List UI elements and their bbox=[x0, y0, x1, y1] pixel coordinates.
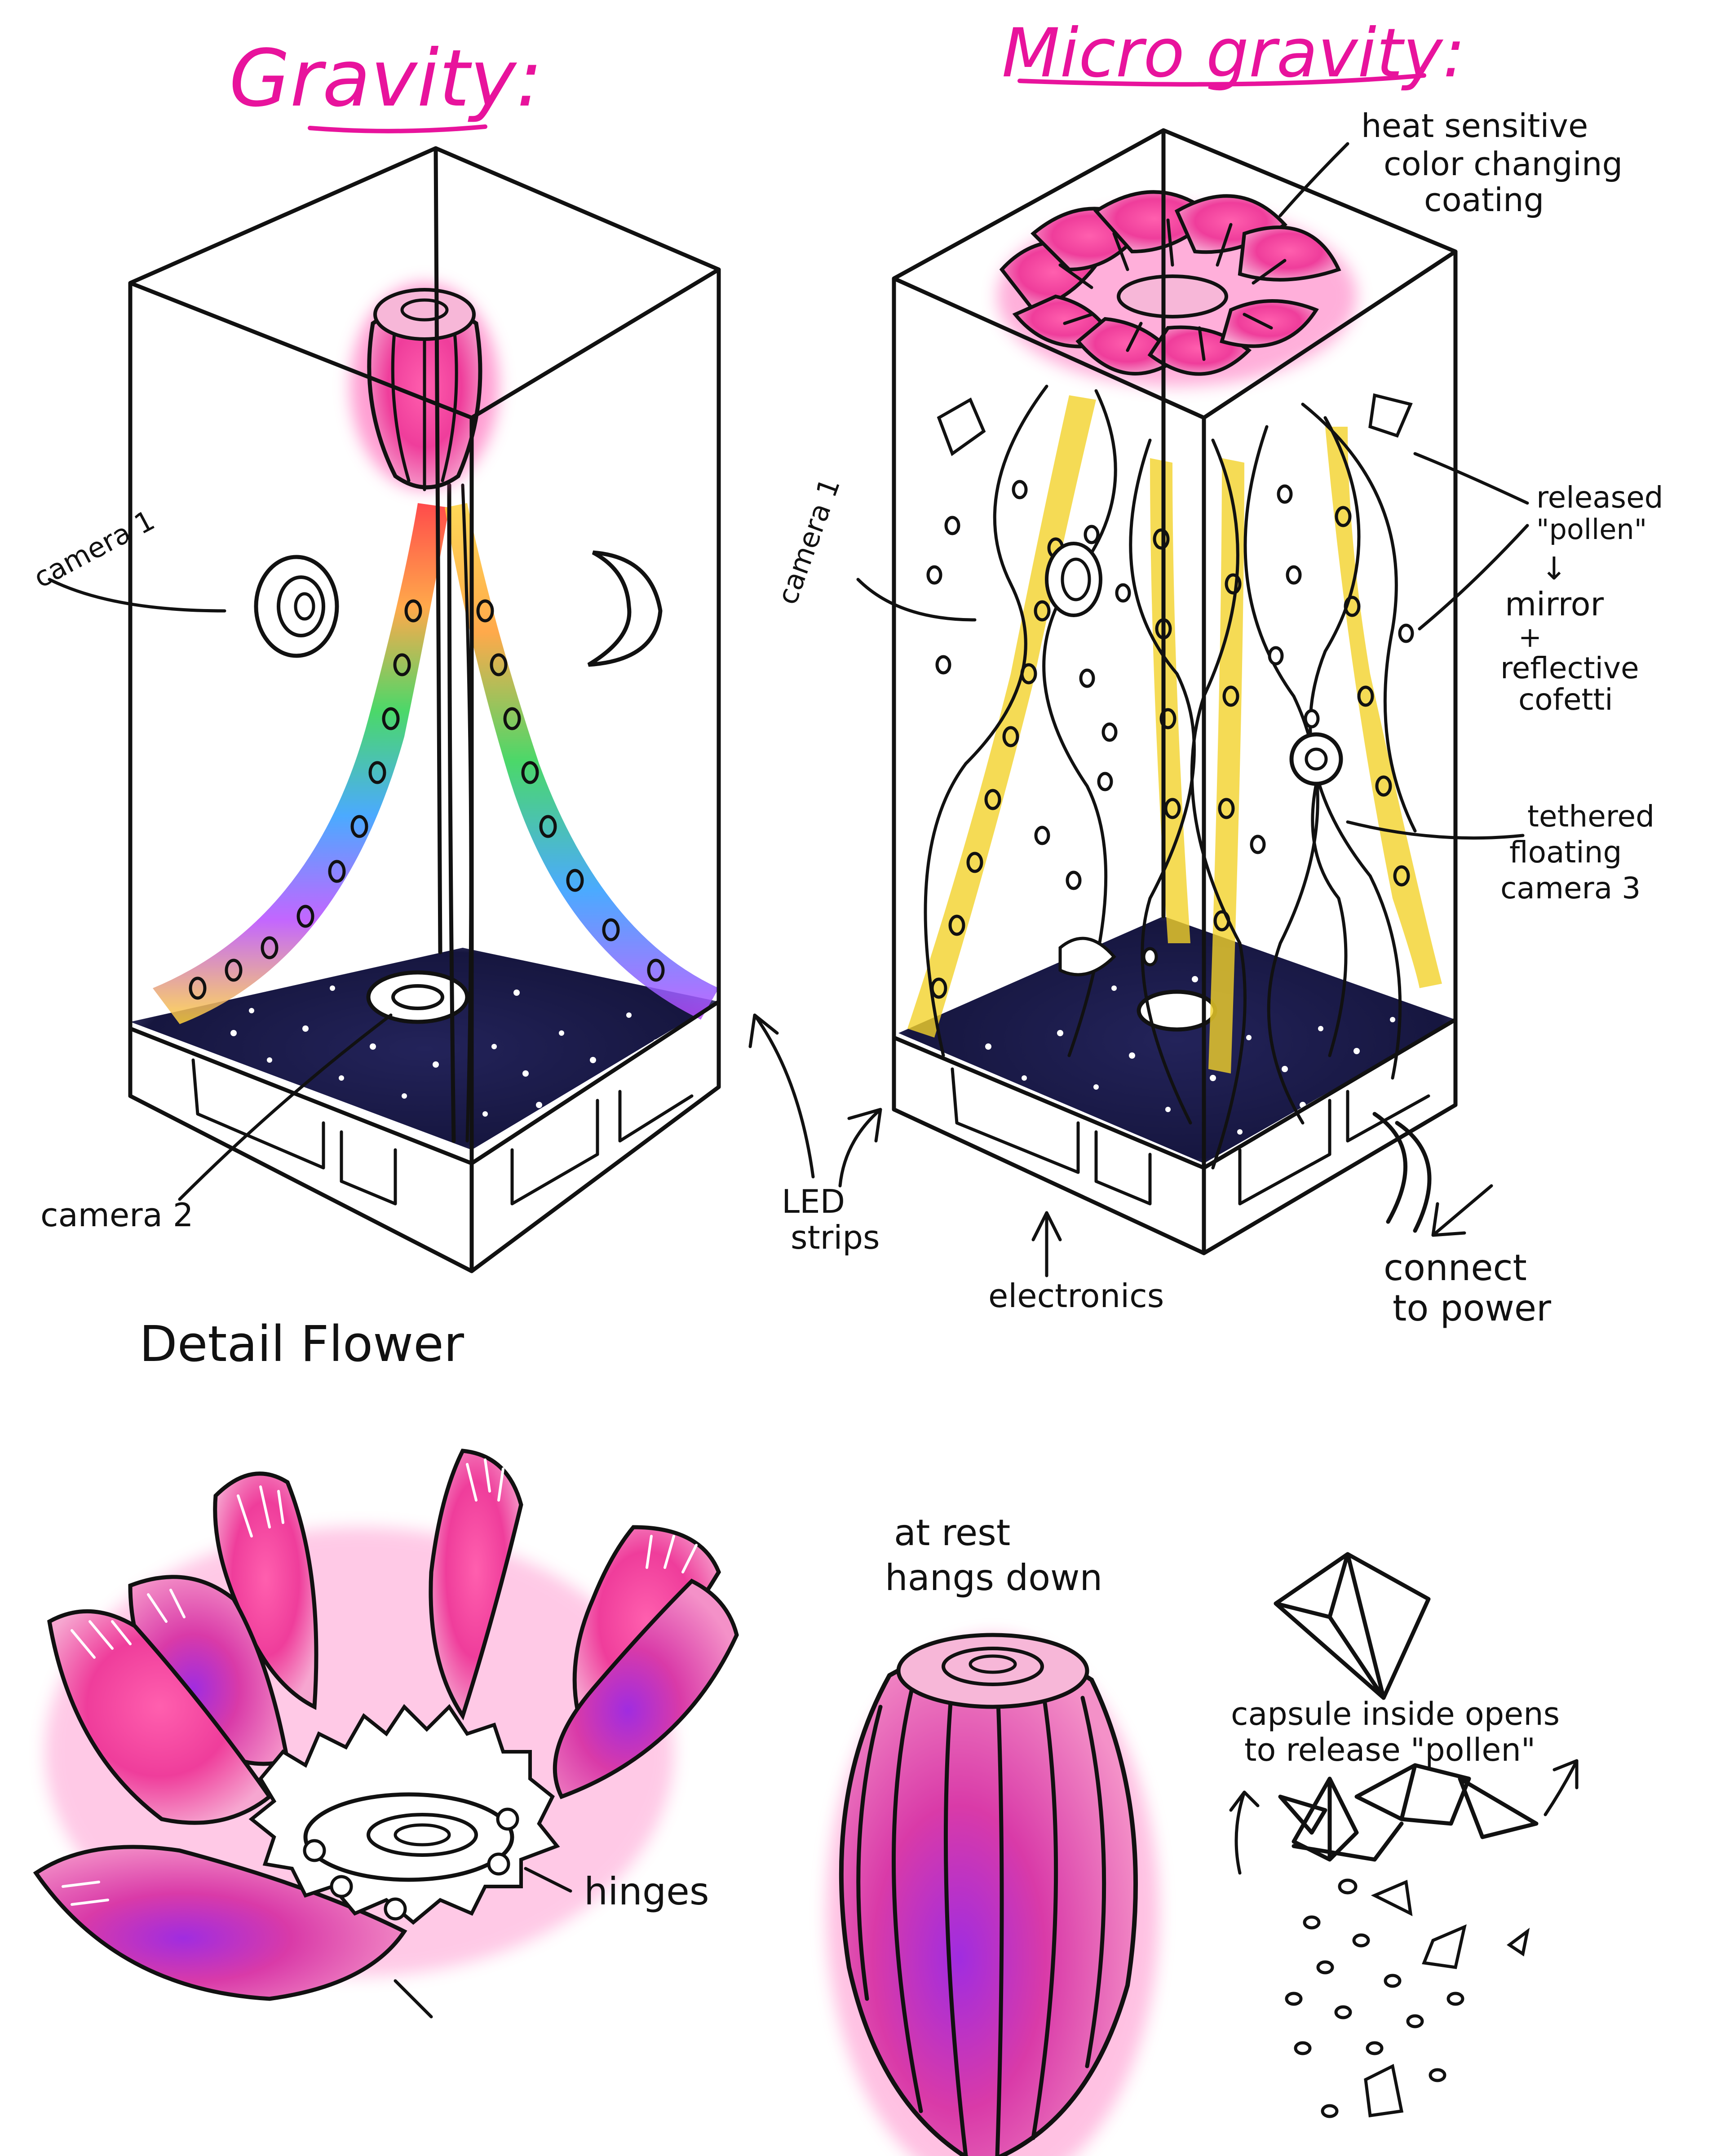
capsule-closed bbox=[1274, 1552, 1431, 1700]
microgravity-base-electronics bbox=[951, 1067, 1430, 1206]
svg-text:camera 3: camera 3 bbox=[1500, 871, 1641, 906]
svg-text:coating: coating bbox=[1424, 181, 1544, 219]
microgravity-floating-stems bbox=[924, 384, 1417, 1170]
camera-2-lens bbox=[391, 984, 444, 1010]
svg-text:hinges: hinges bbox=[584, 1869, 709, 1913]
microgravity-flower-veins bbox=[1058, 218, 1287, 361]
at-rest-bud-veins bbox=[856, 1678, 1106, 2156]
microgravity-flower-center bbox=[1117, 274, 1228, 318]
svg-text:to release "pollen": to release "pollen" bbox=[1244, 1732, 1535, 1768]
microgravity-box-frame bbox=[892, 128, 1458, 1170]
microgravity-floor-stars bbox=[985, 976, 1395, 1135]
gravity-stem bbox=[447, 483, 456, 1143]
petal-left bbox=[47, 1609, 273, 1825]
led-strip-left bbox=[153, 503, 449, 1024]
petal-back-2 bbox=[429, 1449, 523, 1721]
label-camera-1-right: camera 1 bbox=[770, 474, 977, 622]
camera-1-microgravity bbox=[1045, 542, 1102, 617]
gravity-bud-cap-inner bbox=[400, 298, 449, 322]
svg-text:camera 1: camera 1 bbox=[770, 474, 846, 609]
petal-right bbox=[553, 1578, 739, 1799]
svg-text:↓: ↓ bbox=[1541, 550, 1567, 587]
label-detail-flower: Detail Flower bbox=[139, 1315, 464, 1373]
svg-text:color changing: color changing bbox=[1384, 145, 1623, 183]
svg-text:tethered: tethered bbox=[1527, 799, 1654, 834]
power-cable bbox=[1372, 1112, 1432, 1233]
label-tethered-camera-3: tethered floating camera 3 bbox=[1346, 799, 1654, 906]
svg-text:at rest: at rest bbox=[894, 1512, 1010, 1554]
microgravity-open-flower bbox=[999, 190, 1341, 376]
label-hinges: hinges bbox=[524, 1867, 709, 1913]
label-connect-to-power: connect to power bbox=[1384, 1184, 1551, 1329]
gravity-bud-cap bbox=[373, 288, 476, 341]
svg-text:"pollen": "pollen" bbox=[1536, 513, 1647, 546]
led-strip-right bbox=[445, 503, 719, 1020]
hinge-ring-inner bbox=[367, 1813, 478, 1857]
label-at-rest: at rest hangs down bbox=[885, 1512, 1102, 1599]
floating-pollen bbox=[926, 393, 1414, 976]
camera-3-tethered bbox=[1289, 732, 1348, 1057]
gravity-title: Gravity: bbox=[229, 33, 543, 124]
microgravity-floor bbox=[898, 916, 1455, 1163]
at-rest-bud bbox=[827, 1633, 1159, 2156]
gravity-chamber bbox=[128, 146, 721, 1273]
svg-text:camera 2: camera 2 bbox=[40, 1196, 194, 1234]
gravity-floor bbox=[130, 948, 719, 1150]
svg-text:released: released bbox=[1536, 480, 1663, 515]
microgravity-title-underline bbox=[1017, 73, 1426, 87]
gravity-base-electronics bbox=[191, 1058, 694, 1206]
svg-text:floating: floating bbox=[1509, 835, 1622, 870]
detail-open-flower bbox=[33, 1449, 739, 2019]
svg-text:hangs down: hangs down bbox=[885, 1557, 1102, 1599]
microgravity-chamber bbox=[892, 128, 1458, 1255]
moon-icon bbox=[587, 550, 663, 667]
hinge-ring-outer bbox=[303, 1792, 514, 1882]
svg-text:electronics: electronics bbox=[988, 1277, 1164, 1315]
svg-text:connect: connect bbox=[1384, 1247, 1527, 1289]
label-electronics: electronics bbox=[988, 1211, 1164, 1315]
capsule-open bbox=[1229, 1759, 1579, 1875]
label-heat-sensitive: heat sensitive color changing coating bbox=[1278, 107, 1623, 219]
svg-text:LED: LED bbox=[782, 1183, 845, 1220]
released-pollen-particles bbox=[1285, 1878, 1530, 2118]
label-capsule: capsule inside opens to release "pollen" bbox=[1231, 1696, 1560, 1768]
label-led-strips: LED strips bbox=[748, 1013, 882, 1256]
gravity-base bbox=[128, 999, 721, 1273]
svg-text:to power: to power bbox=[1393, 1287, 1551, 1329]
label-camera-2: camera 2 bbox=[40, 1013, 393, 1234]
gravity-title-underline bbox=[308, 124, 487, 133]
led-strip-dots bbox=[189, 599, 665, 1000]
svg-text:+: + bbox=[1518, 621, 1542, 654]
label-camera-1-left: camera 1 bbox=[28, 504, 226, 613]
svg-text:cofetti: cofetti bbox=[1518, 682, 1613, 717]
petal-front bbox=[33, 1845, 407, 2001]
svg-text:reflective: reflective bbox=[1500, 651, 1639, 685]
camera-2 bbox=[366, 970, 469, 1024]
microgravity-led-strips bbox=[907, 395, 1442, 1074]
camera-1-gravity bbox=[254, 555, 339, 658]
svg-text:camera 1: camera 1 bbox=[28, 504, 160, 594]
microgravity-base bbox=[892, 1017, 1458, 1255]
hinge-icons bbox=[303, 1807, 519, 1921]
label-released-pollen: released "pollen" ↓ mirror + reflective … bbox=[1413, 452, 1663, 717]
petal-stem-line bbox=[394, 1979, 433, 2019]
svg-text:mirror: mirror bbox=[1505, 585, 1604, 623]
svg-text:heat sensitive: heat sensitive bbox=[1361, 107, 1588, 145]
svg-text:strips: strips bbox=[791, 1219, 880, 1256]
gravity-box-frame bbox=[128, 146, 721, 1166]
petal-back-1 bbox=[213, 1471, 318, 1710]
svg-text:capsule inside opens: capsule inside opens bbox=[1231, 1696, 1560, 1732]
